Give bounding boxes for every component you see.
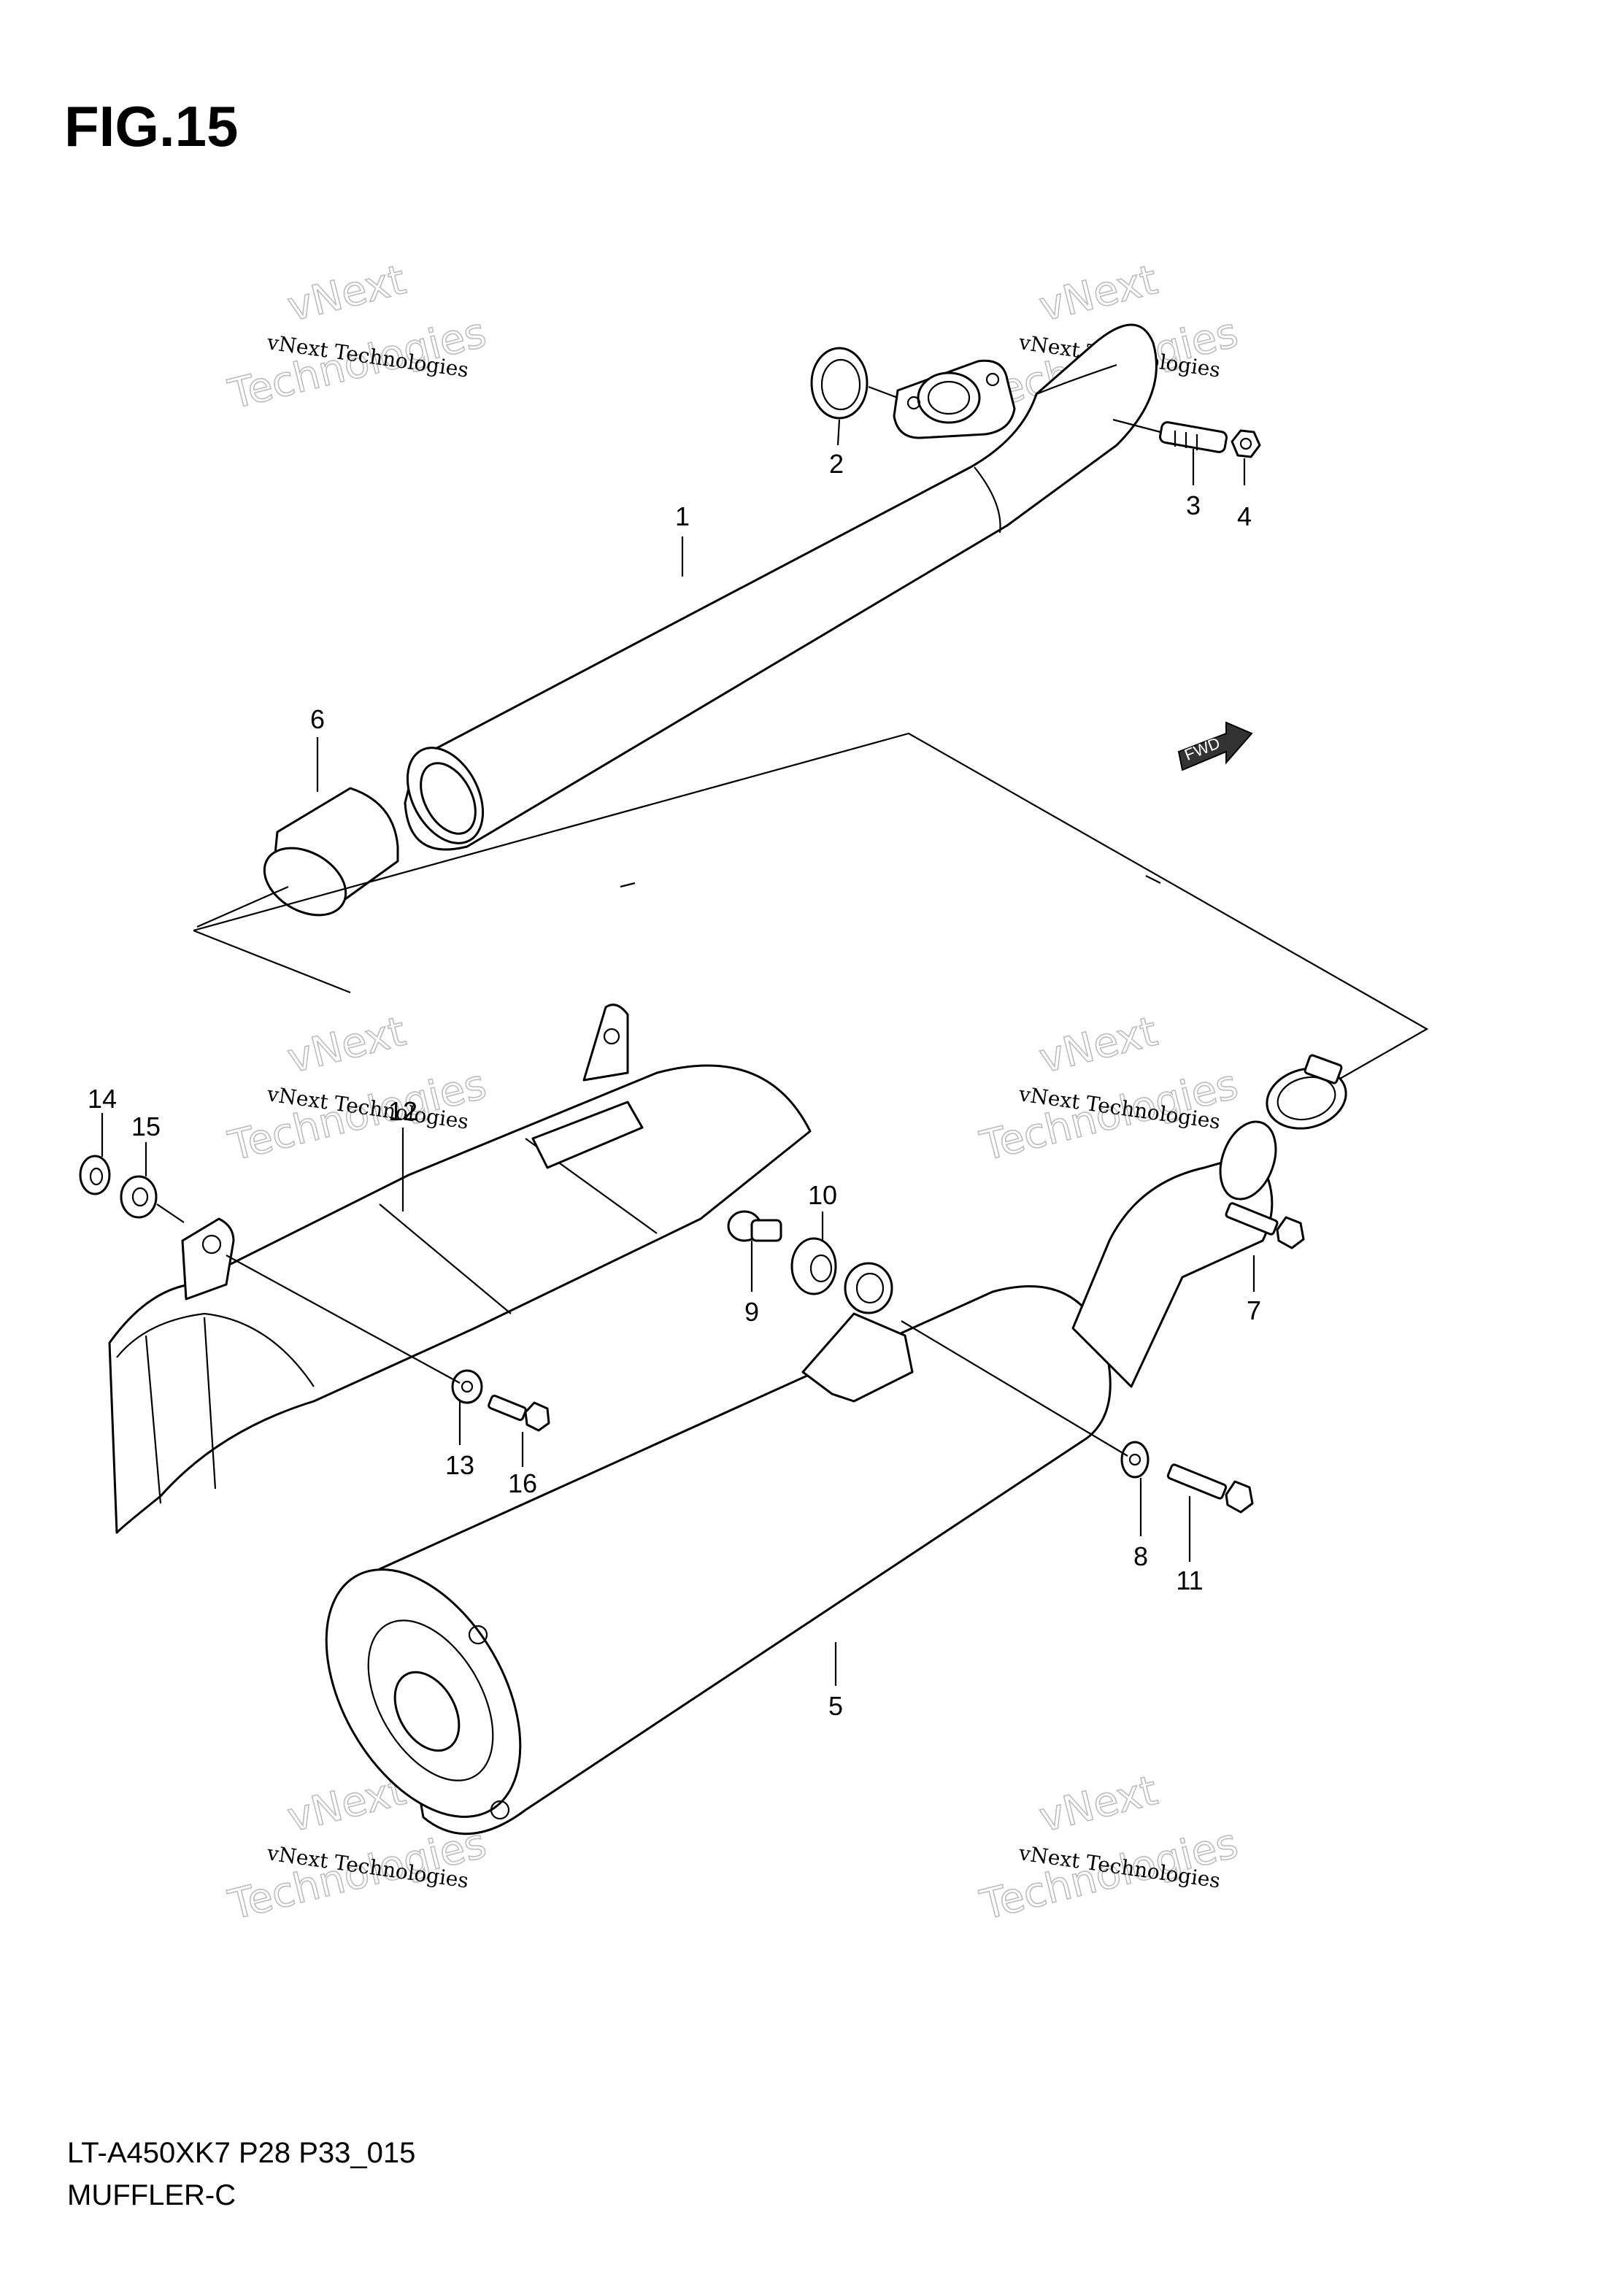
callout-16: 16 [508,1468,537,1498]
bolt-part-11 [1166,1463,1254,1514]
callout-4: 4 [1237,501,1252,531]
bolt-part-7 [1225,1202,1305,1249]
leader-ring-8 [901,1320,1128,1457]
model-code: LT-A450XK7 P28 P33_015 [67,2137,416,2169]
callout-13: 13 [445,1450,474,1480]
grommet-part-9 [727,1210,782,1242]
callout-3: 3 [1186,490,1201,520]
assembly-plane-outline [193,732,1429,1088]
washer-part-8 [1120,1441,1150,1479]
svg-text:vNext: vNext [1035,1767,1162,1842]
callout-10: 10 [808,1180,837,1210]
watermark-bottom-right: vNext Technologies vNext Technologies [975,1766,1243,1930]
svg-text:vNext: vNext [1035,256,1162,331]
bushing-part-15 [120,1175,158,1219]
callout-7: 7 [1247,1295,1261,1325]
callout-11: 11 [1176,1565,1203,1595]
collar-part-10 [790,1237,837,1295]
nut-part-4 [1231,429,1261,458]
leader-14-15 [156,1203,185,1223]
washer-part-14 [79,1155,111,1195]
watermark-mid-left: vNext Technologies vNext Technologies [223,1007,491,1171]
callout-15: 15 [131,1112,161,1141]
watermark-mid-right: vNext Technologies vNext Technologies [975,1007,1243,1171]
callout-6: 6 [310,704,325,734]
leader-shield-13 [226,1255,461,1384]
callout-2: 2 [829,449,844,479]
exhaust-flange [893,359,1016,439]
bolt-part-16 [488,1394,550,1432]
muffler-part-5 [325,1120,1277,1835]
watermark-top-left: vNext Technologies vNext Technologies [223,255,491,419]
figure-title: FIG.15 [64,94,239,158]
svg-text:vNext: vNext [283,256,410,331]
diagram-subtitle: MUFFLER-C [67,2179,236,2211]
svg-text:vNext: vNext [1035,1008,1162,1083]
mount-ring [844,1262,893,1314]
callout-9: 9 [744,1297,759,1327]
clamp-part [1266,1054,1347,1130]
stud-part-3 [1112,418,1228,453]
callout-12: 12 [388,1096,417,1126]
callout-8: 8 [1133,1541,1148,1571]
callout-1: 1 [675,501,690,531]
gasket-part-2 [810,347,898,420]
heat-shield-part-12 [108,1003,812,1534]
fwd-arrow-icon: FWD [1177,721,1253,771]
exhaust-pipe-part-1 [404,323,1158,851]
sleeve-part-6 [196,787,399,928]
leader-2 [836,419,841,446]
callout-14: 14 [88,1084,117,1114]
washer-part-13 [451,1369,483,1404]
callout-5: 5 [828,1691,843,1721]
svg-text:vNext: vNext [283,1008,410,1083]
